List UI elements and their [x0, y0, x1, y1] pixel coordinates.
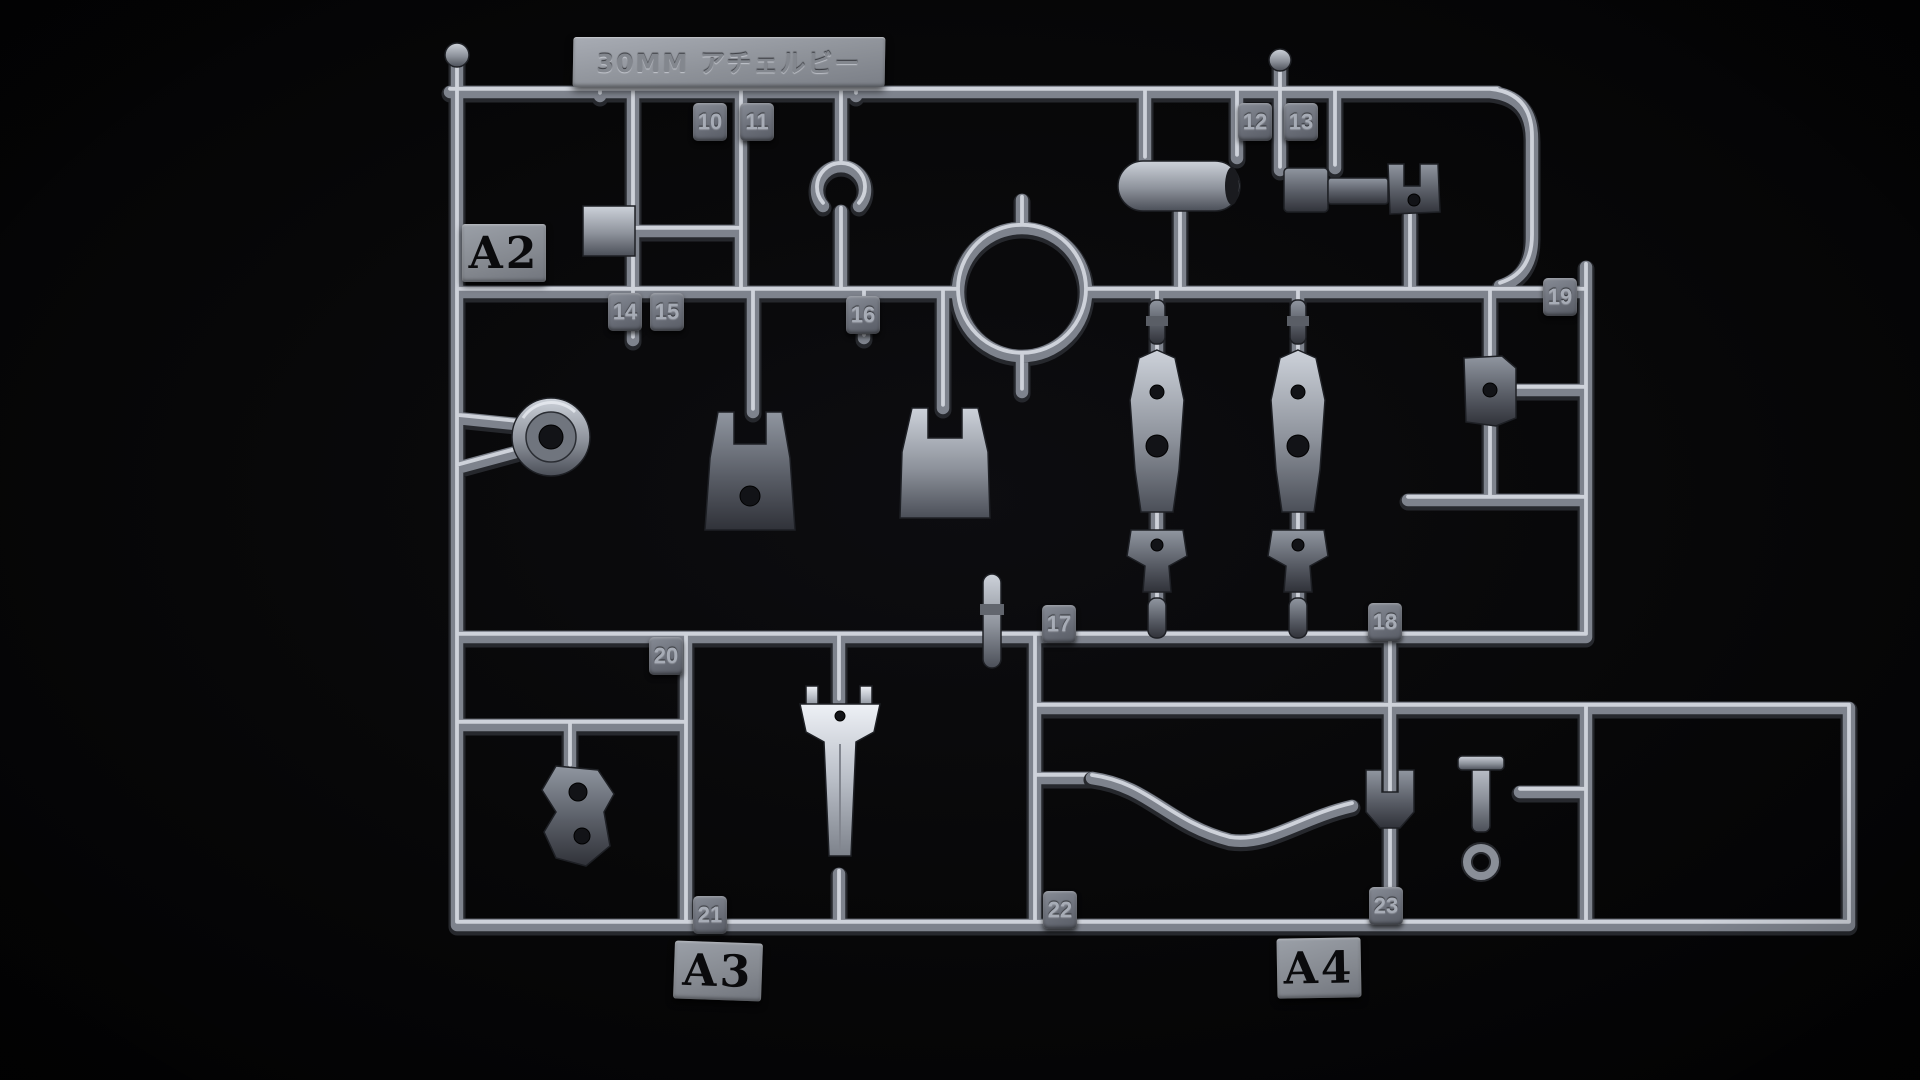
ball-finial-right [1268, 48, 1292, 72]
part-tag-21: 21 [693, 896, 727, 934]
gate-label-a3: A3 [681, 944, 755, 998]
thruster-nozzle-part [511, 397, 591, 477]
gate-label-a4: A4 [1283, 941, 1355, 995]
fork-skirt-part [704, 411, 796, 531]
part-tag-10: 10 [693, 103, 727, 141]
part-tag-18: 18 [1368, 603, 1402, 641]
part-tag-14: 14 [608, 293, 642, 331]
ankle-joint-part [1457, 755, 1505, 882]
wing-stabilizer-part [799, 685, 881, 857]
tall-pin-part [980, 573, 1004, 669]
hinge-part [1283, 163, 1441, 215]
part-tag-15: 15 [650, 293, 684, 331]
part-tag-12: 12 [1238, 103, 1272, 141]
part-tag-20: 20 [649, 637, 683, 675]
part-tag-16: 16 [846, 296, 880, 334]
part-tag-17: 17 [1042, 605, 1076, 643]
part-tag-13: 13 [1284, 103, 1318, 141]
leg-assembly-right [1267, 299, 1329, 639]
gate-plate-a4: A4 [1276, 937, 1362, 999]
gate-plate-a3: A3 [673, 940, 763, 1002]
gate-plate-a2: A2 [462, 224, 546, 282]
square-plate-part [582, 205, 636, 257]
fuel-tank-part [1117, 160, 1241, 212]
part-tag-22: 22 [1043, 891, 1077, 929]
bracket-part-19 [1463, 355, 1517, 427]
part-tag-19: 19 [1543, 278, 1577, 316]
gate-label-a2: A2 [468, 227, 540, 279]
part-tag-23: 23 [1369, 887, 1403, 925]
runner-title: 30MM アチェルビー [596, 49, 862, 78]
cup-skirt-part [899, 407, 991, 519]
leg-assembly-left [1126, 299, 1188, 639]
claw-part [541, 765, 615, 867]
ball-finial-left [444, 42, 470, 68]
runner-nameplate: 30MM アチェルビー [572, 37, 886, 87]
part-tag-11: 11 [740, 103, 774, 141]
